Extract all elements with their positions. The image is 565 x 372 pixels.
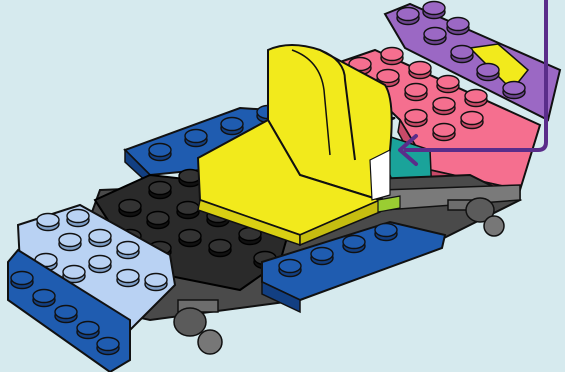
front-axle-pin: [174, 300, 222, 354]
